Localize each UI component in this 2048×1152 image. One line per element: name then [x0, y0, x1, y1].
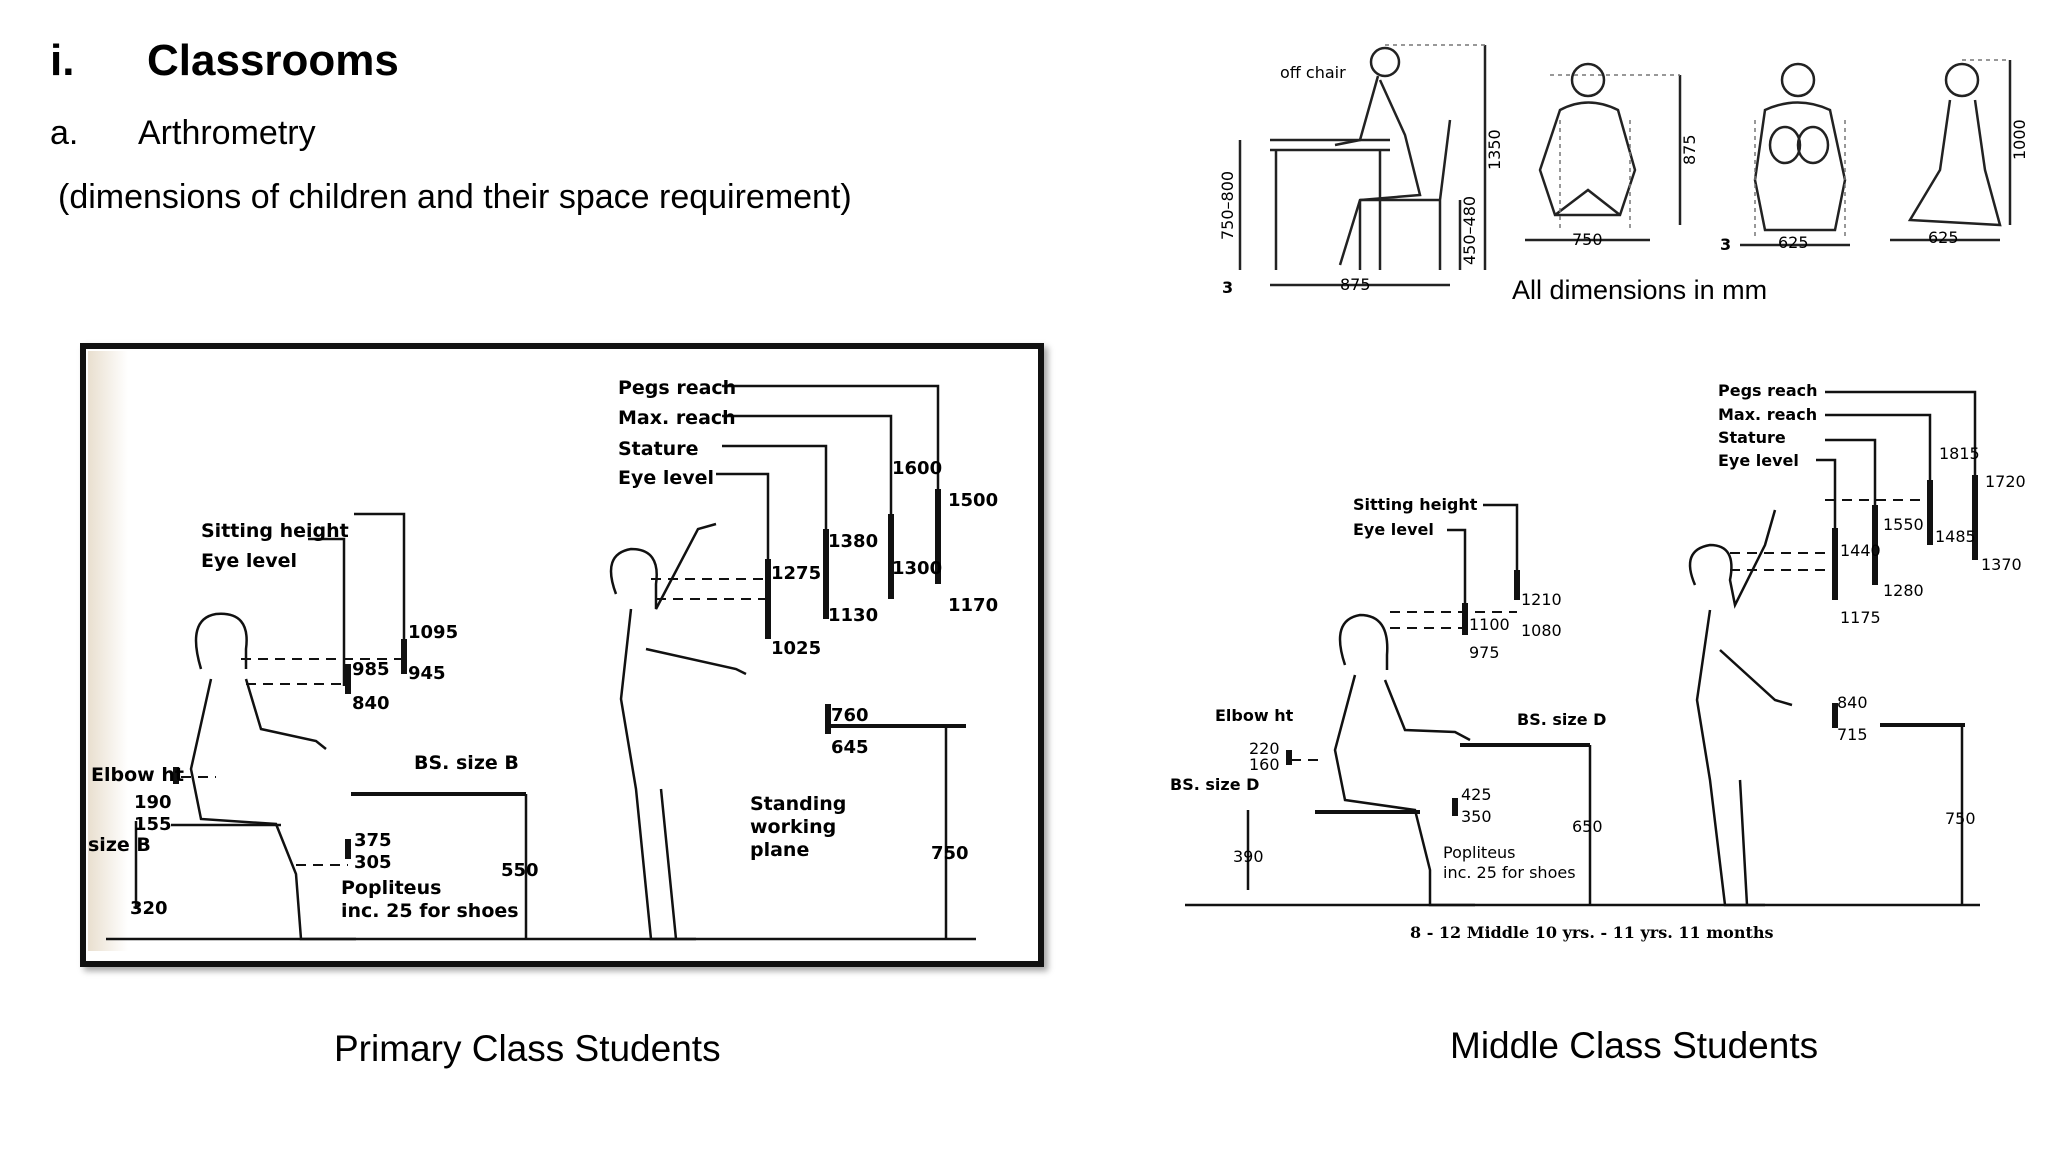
dim-450-480: 450–480 — [1460, 196, 1479, 265]
label-eye-level-mid: Eye level — [1718, 451, 1799, 470]
seating-postures-figure: off chair 750–800 1350 450–480 875 3 875… — [1218, 44, 2029, 297]
value-840: 840 — [352, 693, 390, 714]
subtitle: (dimensions of children and their space … — [58, 178, 852, 216]
label-popliteus-mid: Popliteus — [1443, 843, 1516, 862]
value-645: 645 — [831, 737, 869, 758]
value-760: 760 — [831, 705, 869, 726]
middle-caption: Middle Class Students — [1450, 1025, 1819, 1066]
value-320: 320 — [130, 898, 168, 919]
label-working: working — [750, 816, 836, 838]
subsection-letter: a. — [50, 114, 79, 152]
value-650: 650 — [1572, 817, 1603, 836]
value-155: 155 — [134, 814, 172, 835]
value-350: 350 — [1461, 807, 1492, 826]
value-715: 715 — [1837, 725, 1868, 744]
value-1100: 1100 — [1469, 615, 1510, 634]
page-title: Classrooms — [147, 36, 399, 85]
label-size-b: size B — [88, 834, 151, 856]
label-elbow-ht-mid: Elbow ht — [1215, 706, 1294, 725]
label-bs-size-b: BS. size B — [414, 752, 519, 774]
value-425: 425 — [1461, 785, 1492, 804]
label-elbow-ht: Elbow ht — [91, 764, 184, 786]
value-1370: 1370 — [1981, 555, 2022, 574]
value-220: 220 — [1249, 739, 1280, 758]
value-1550: 1550 — [1883, 515, 1924, 534]
label-standing: Standing — [750, 793, 846, 815]
label-eye-level: Eye level — [618, 467, 714, 489]
value-1095: 1095 — [408, 622, 458, 643]
dim-3-left: 3 — [1222, 278, 1233, 297]
value-750-mid: 750 — [1945, 809, 1976, 828]
value-945: 945 — [408, 663, 446, 684]
value-390: 390 — [1233, 847, 1264, 866]
dim-750-width: 750 — [1572, 230, 1603, 249]
section-number: i. — [50, 36, 75, 85]
label-bs-size-d: BS. size D — [1517, 710, 1606, 729]
dim-875-height: 875 — [1680, 134, 1699, 165]
value-1080: 1080 — [1521, 621, 1562, 640]
label-pegs-reach-mid: Pegs reach — [1718, 381, 1818, 400]
dim-750-800: 750–800 — [1218, 171, 1237, 240]
label-eye-level-seated-mid: Eye level — [1353, 520, 1434, 539]
value-375: 375 — [354, 830, 392, 851]
label-plane: plane — [750, 839, 809, 861]
value-1720: 1720 — [1985, 472, 2026, 491]
primary-figure-frame — [80, 343, 1044, 967]
label-popliteus: Popliteus — [341, 877, 441, 899]
dim-875-width: 875 — [1340, 275, 1371, 294]
value-1275: 1275 — [771, 563, 821, 584]
value-1300: 1300 — [892, 558, 942, 579]
value-1280: 1280 — [1883, 581, 1924, 600]
value-1485: 1485 — [1935, 527, 1976, 546]
subsection-title: Arthrometry — [138, 114, 316, 152]
label-eye-level-seated: Eye level — [201, 550, 297, 572]
label-inc-shoes-mid: inc. 25 for shoes — [1443, 863, 1576, 882]
value-985: 985 — [352, 659, 390, 680]
label-bs-size-d-left: BS. size D — [1170, 775, 1259, 794]
value-1440: 1440 — [1840, 541, 1881, 560]
label-max-reach: Max. reach — [618, 407, 736, 429]
dim-1350: 1350 — [1485, 129, 1504, 170]
label-sitting-height: Sitting height — [201, 520, 349, 542]
label-sitting-height-mid: Sitting height — [1353, 495, 1478, 514]
dim-625-a: 625 — [1778, 233, 1809, 252]
value-1380: 1380 — [828, 531, 878, 552]
value-1175: 1175 — [1840, 608, 1881, 627]
primary-caption: Primary Class Students — [334, 1028, 721, 1069]
value-975: 975 — [1469, 643, 1500, 662]
value-1025: 1025 — [771, 638, 821, 659]
value-1600: 1600 — [892, 458, 942, 479]
dim-3-middle: 3 — [1720, 235, 1731, 254]
label-max-reach-mid: Max. reach — [1718, 405, 1817, 424]
value-1130: 1130 — [828, 605, 878, 626]
label-stature: Stature — [618, 438, 698, 460]
paper-shading — [88, 351, 128, 951]
units-note: All dimensions in mm — [1512, 275, 1768, 305]
off-chair-label: off chair — [1280, 63, 1346, 82]
value-1500: 1500 — [948, 490, 998, 511]
label-pegs-reach: Pegs reach — [618, 377, 736, 399]
value-190: 190 — [134, 792, 172, 813]
label-footer-age: 8 - 12 Middle 10 yrs. - 11 yrs. 11 month… — [1410, 923, 1773, 942]
label-inc-shoes: inc. 25 for shoes — [341, 900, 519, 922]
value-1815: 1815 — [1939, 444, 1980, 463]
dim-1000: 1000 — [2010, 119, 2029, 160]
primary-class-diagram: Pegs reach Max. reach Stature Eye level … — [88, 377, 998, 941]
value-840-mid: 840 — [1837, 693, 1868, 712]
value-750: 750 — [931, 843, 969, 864]
value-305: 305 — [354, 852, 392, 873]
value-1210: 1210 — [1521, 590, 1562, 609]
value-160: 160 — [1249, 755, 1280, 774]
label-stature-mid: Stature — [1718, 428, 1786, 447]
dim-625-b: 625 — [1928, 228, 1959, 247]
value-550: 550 — [501, 860, 539, 881]
middle-class-diagram: Pegs reach Max. reach Stature Eye level … — [1170, 381, 2026, 942]
value-1170: 1170 — [948, 595, 998, 616]
